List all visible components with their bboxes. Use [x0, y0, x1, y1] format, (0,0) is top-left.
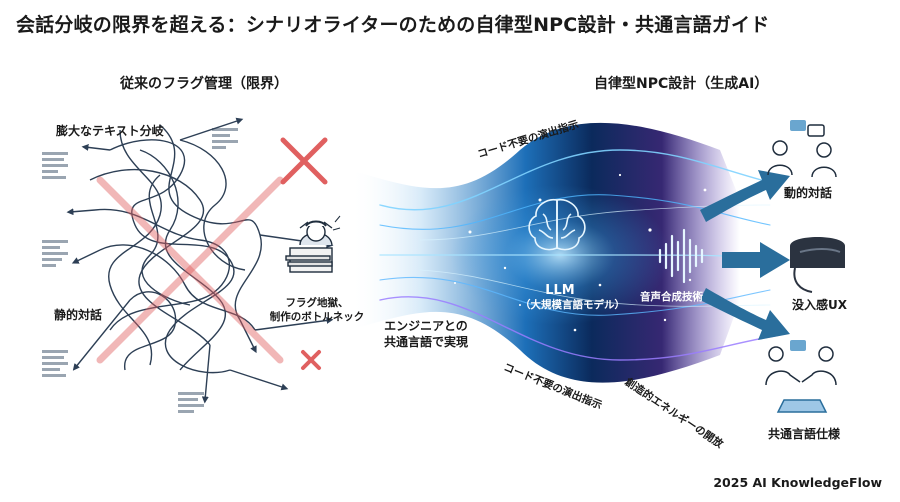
llm-label: LLM （大規模言語モデル） — [520, 283, 625, 312]
document-stacks — [42, 128, 238, 413]
page-title: 会話分岐の限界を超える：シナリオライターのための自律型NPC設計・共通言語ガイド — [16, 14, 770, 36]
output-arrows — [700, 170, 790, 340]
bottleneck-line-1: フラグ地獄、 — [285, 297, 349, 309]
text-branch-label: 膨大なテキスト分岐 — [56, 124, 164, 138]
sound-wave-icon — [658, 228, 704, 284]
common-language-label: エンジニアとの 共通言語で実現 — [356, 318, 496, 350]
brain-icon — [528, 198, 586, 251]
credit: 2025 AI KnowledgeFlow — [713, 475, 882, 490]
output-label-dynamic-dialog: 動的対話 — [784, 186, 833, 200]
conversation-icon — [767, 120, 837, 178]
tangled-flags — [89, 124, 263, 374]
right-heading: 自律型NPC設計（生成AI） — [594, 76, 769, 92]
llm-line-2: （大規模言語モデル） — [520, 299, 625, 311]
llm-line-1: LLM — [545, 283, 575, 298]
voice-synthesis-label: 音声合成技術 — [640, 291, 703, 303]
bottleneck-line-2: 制作のボトルネック — [269, 311, 365, 323]
left-heading: 従来のフラグ管理（限界） — [120, 76, 288, 92]
vr-headset-icon — [790, 237, 845, 293]
error-cross-icons — [96, 137, 328, 370]
common-language-line-1: エンジニアとの — [384, 319, 468, 333]
sparkles — [454, 173, 707, 332]
handshake-icon — [765, 340, 837, 413]
output-label-common-spec: 共通言語仕様 — [768, 427, 841, 441]
common-language-line-2: 共通言語で実現 — [383, 335, 468, 349]
static-dialog-label: 静的対話 — [54, 308, 103, 322]
stressed-writer-icon — [285, 215, 341, 273]
bottleneck-label: フラグ地獄、 制作のボトルネック — [262, 296, 372, 324]
output-label-immersive-ux: 没入感UX — [792, 298, 847, 312]
